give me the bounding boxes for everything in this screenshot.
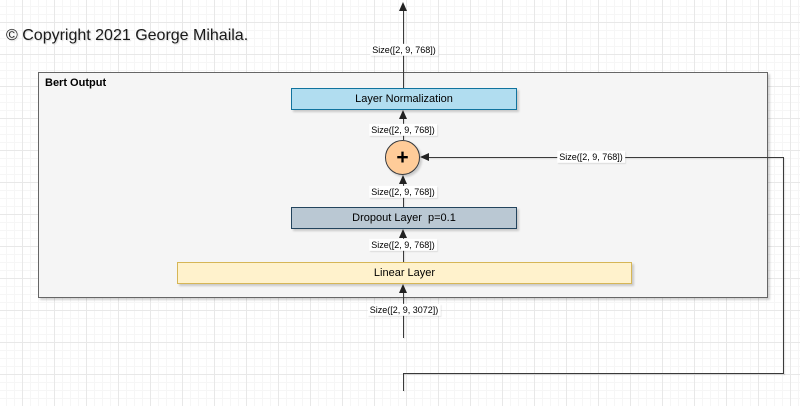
edge-residual-arrowhead <box>420 153 429 161</box>
edge-add-input-arrowhead <box>399 175 407 184</box>
linear-layer-node: Linear Layer <box>177 262 632 284</box>
label-linear-input-size: Size([2, 9, 3072]) <box>367 303 441 317</box>
dropout-layer-label: Dropout Layer p=0.1 <box>352 212 456 224</box>
plus-icon: + <box>396 146 409 169</box>
edge-residual-bottom-line <box>403 373 784 374</box>
edge-dropout-input-arrowhead <box>399 229 407 238</box>
edge-layernorm-input-arrowhead <box>399 110 407 119</box>
group-title: Bert Output <box>45 77 107 89</box>
edge-residual-right-line <box>783 157 784 374</box>
label-layernorm-input-size: Size([2, 9, 768]) <box>369 123 437 137</box>
linear-layer-label: Linear Layer <box>373 267 436 279</box>
dropout-layer-node: Dropout Layer p=0.1 <box>291 207 517 229</box>
edge-output-arrowhead <box>399 2 407 11</box>
layer-normalization-label: Layer Normalization <box>355 93 453 105</box>
layer-normalization-node: Layer Normalization <box>291 88 517 110</box>
edge-linear-input-arrowhead <box>399 284 407 293</box>
label-residual-size: Size([2, 9, 768]) <box>557 150 625 164</box>
copyright-text: © Copyright 2021 George Mihaila. <box>6 27 249 44</box>
add-node: + <box>385 140 420 175</box>
label-add-input-size: Size([2, 9, 768]) <box>369 185 437 199</box>
label-output-size: Size([2, 9, 768]) <box>370 43 438 57</box>
label-dropout-input-size: Size([2, 9, 768]) <box>369 238 437 252</box>
edge-residual-stub-line <box>403 373 404 391</box>
